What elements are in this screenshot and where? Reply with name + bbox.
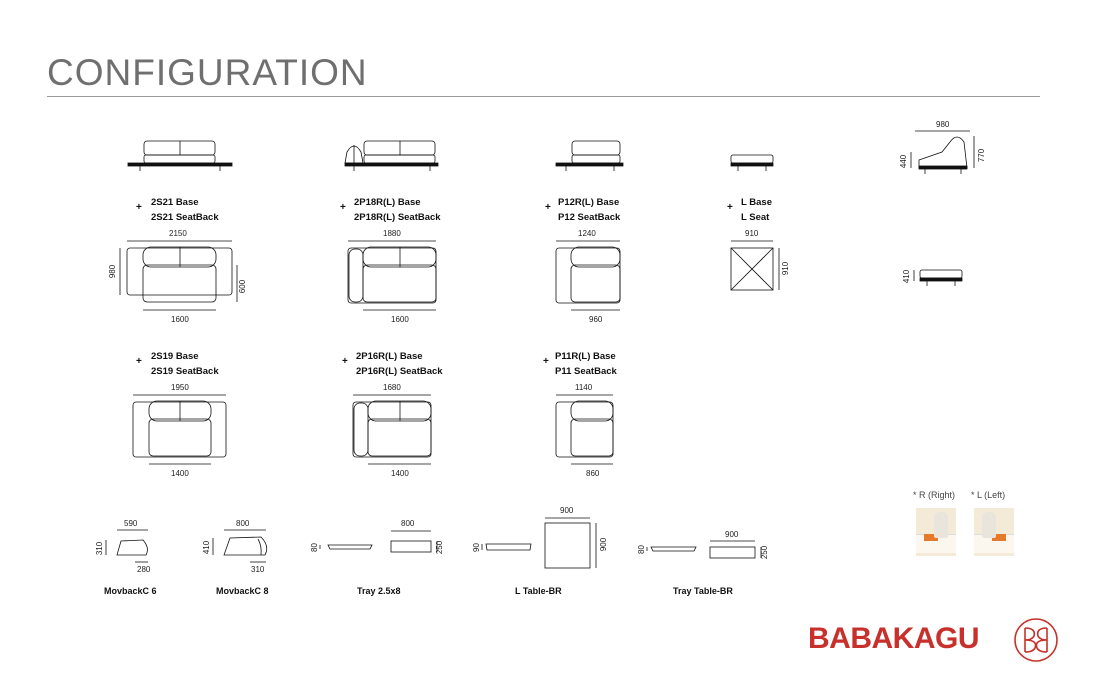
dim-traytable-h1: 80 bbox=[636, 545, 646, 554]
dim-2s21-seat: 1600 bbox=[171, 315, 189, 324]
dim-side-width: 980 bbox=[936, 120, 950, 129]
dim-traytable-h2: 250 bbox=[760, 545, 770, 560]
dim-p12-seat: 960 bbox=[589, 315, 603, 324]
legend-left-label: * L (Left) bbox=[971, 490, 1006, 500]
tray-table-side-drawing bbox=[646, 546, 697, 552]
side-view-l-low bbox=[913, 269, 963, 286]
plan-view-2s19 bbox=[132, 394, 227, 465]
dim-2s21-width: 2150 bbox=[169, 229, 187, 238]
plus-icon: + bbox=[543, 356, 549, 367]
side-view-l bbox=[730, 154, 774, 171]
side-view-2s21 bbox=[127, 140, 233, 171]
label-2p18-back: 2P18R(L) SeatBack bbox=[354, 212, 441, 223]
dim-2p18-width: 1880 bbox=[383, 229, 401, 238]
dim-mov6-base: 280 bbox=[137, 565, 151, 574]
dim-2s19-seat: 1400 bbox=[171, 469, 189, 478]
caption-tray: Tray 2.5x8 bbox=[357, 586, 401, 596]
plan-view-2s21 bbox=[119, 240, 238, 311]
label-l-base: L Base bbox=[741, 197, 772, 208]
label-p12-base: P12R(L) Base bbox=[558, 197, 620, 208]
dim-p11-seat: 860 bbox=[586, 469, 600, 478]
plus-icon: + bbox=[136, 356, 142, 367]
dim-mov6-width: 590 bbox=[124, 519, 138, 528]
dim-traytable-width: 900 bbox=[725, 530, 739, 539]
dim-p12-width: 1240 bbox=[578, 229, 596, 238]
label-2s19-base: 2S19 Base bbox=[151, 351, 199, 362]
plus-icon: + bbox=[340, 202, 346, 213]
plus-icon: + bbox=[136, 202, 142, 213]
dim-side-h3: 410 bbox=[902, 269, 912, 284]
caption-mov8: MovbackC 8 bbox=[216, 586, 269, 596]
dim-mov6-height: 310 bbox=[95, 541, 105, 556]
label-2p16-back: 2P16R(L) SeatBack bbox=[356, 366, 443, 377]
plus-icon: + bbox=[545, 202, 551, 213]
tray-plan-drawing bbox=[390, 530, 438, 553]
dim-p11-width: 1140 bbox=[575, 383, 593, 392]
dim-tray-h2: 250 bbox=[435, 540, 445, 555]
right-orientation-image bbox=[916, 508, 956, 556]
tray-side-drawing bbox=[319, 544, 373, 550]
movback-8-drawing bbox=[212, 529, 268, 563]
plan-view-l bbox=[730, 240, 780, 291]
label-2p16-base: 2P16R(L) Base bbox=[356, 351, 423, 362]
caption-mov6: MovbackC 6 bbox=[104, 586, 157, 596]
l-table-side-drawing bbox=[481, 543, 532, 551]
dim-l-depth: 910 bbox=[781, 261, 791, 276]
legend-right-label: * R (Right) bbox=[913, 490, 956, 500]
label-2s21-back: 2S21 SeatBack bbox=[151, 212, 219, 223]
side-view-2p18 bbox=[344, 140, 439, 171]
dim-tray-h1: 80 bbox=[309, 543, 319, 552]
l-table-plan-drawing bbox=[544, 517, 597, 569]
label-2s19-back: 2S19 SeatBack bbox=[151, 366, 219, 377]
label-p11-back: P11 SeatBack bbox=[555, 366, 617, 377]
brand-emblem-icon bbox=[1014, 618, 1058, 662]
dim-side-h2: 770 bbox=[977, 148, 987, 163]
dim-mov8-base: 310 bbox=[251, 565, 265, 574]
plan-view-2p16 bbox=[352, 394, 432, 465]
caption-ltable: L Table-BR bbox=[515, 586, 562, 596]
dim-l-width: 910 bbox=[745, 229, 759, 238]
label-p12-back: P12 SeatBack bbox=[558, 212, 621, 223]
caption-traytable: Tray Table-BR bbox=[673, 586, 733, 596]
dim-ltable-h1: 90 bbox=[471, 543, 481, 552]
dim-ltable-h2: 900 bbox=[599, 537, 609, 552]
label-p11-base: P11R(L) Base bbox=[555, 351, 616, 362]
movback-6-drawing bbox=[105, 529, 148, 563]
dim-ltable-width: 900 bbox=[560, 506, 574, 515]
dim-2p18-seat: 1600 bbox=[391, 315, 409, 324]
page-title: CONFIGURATION bbox=[47, 52, 368, 93]
label-2s21-base: 2S21 Base bbox=[151, 197, 199, 208]
left-orientation-image bbox=[974, 508, 1014, 556]
dim-tray-width: 800 bbox=[401, 519, 415, 528]
dim-side-h1: 440 bbox=[899, 154, 909, 169]
dim-mov8-height: 410 bbox=[202, 540, 212, 555]
dim-2p16-width: 1680 bbox=[383, 383, 401, 392]
brand-logo: BABAKAGU bbox=[808, 622, 980, 655]
plan-view-p11 bbox=[555, 394, 614, 465]
plus-icon: + bbox=[727, 202, 733, 213]
label-2p18-base: 2P18R(L) Base bbox=[354, 197, 421, 208]
label-l-seat: L Seat bbox=[741, 212, 770, 223]
dim-2s21-seat-depth: 600 bbox=[238, 279, 248, 294]
title-divider bbox=[47, 96, 1040, 97]
plus-icon: + bbox=[342, 356, 348, 367]
tray-table-plan-drawing bbox=[709, 540, 762, 559]
dim-2s21-depth: 980 bbox=[108, 264, 118, 279]
dim-2p16-seat: 1400 bbox=[391, 469, 409, 478]
plan-view-2p18 bbox=[347, 240, 437, 311]
plan-view-p12 bbox=[555, 240, 621, 311]
dim-mov8-width: 800 bbox=[236, 519, 250, 528]
dim-2s19-width: 1950 bbox=[171, 383, 189, 392]
side-view-profile bbox=[910, 130, 975, 174]
side-view-p12 bbox=[555, 140, 624, 171]
